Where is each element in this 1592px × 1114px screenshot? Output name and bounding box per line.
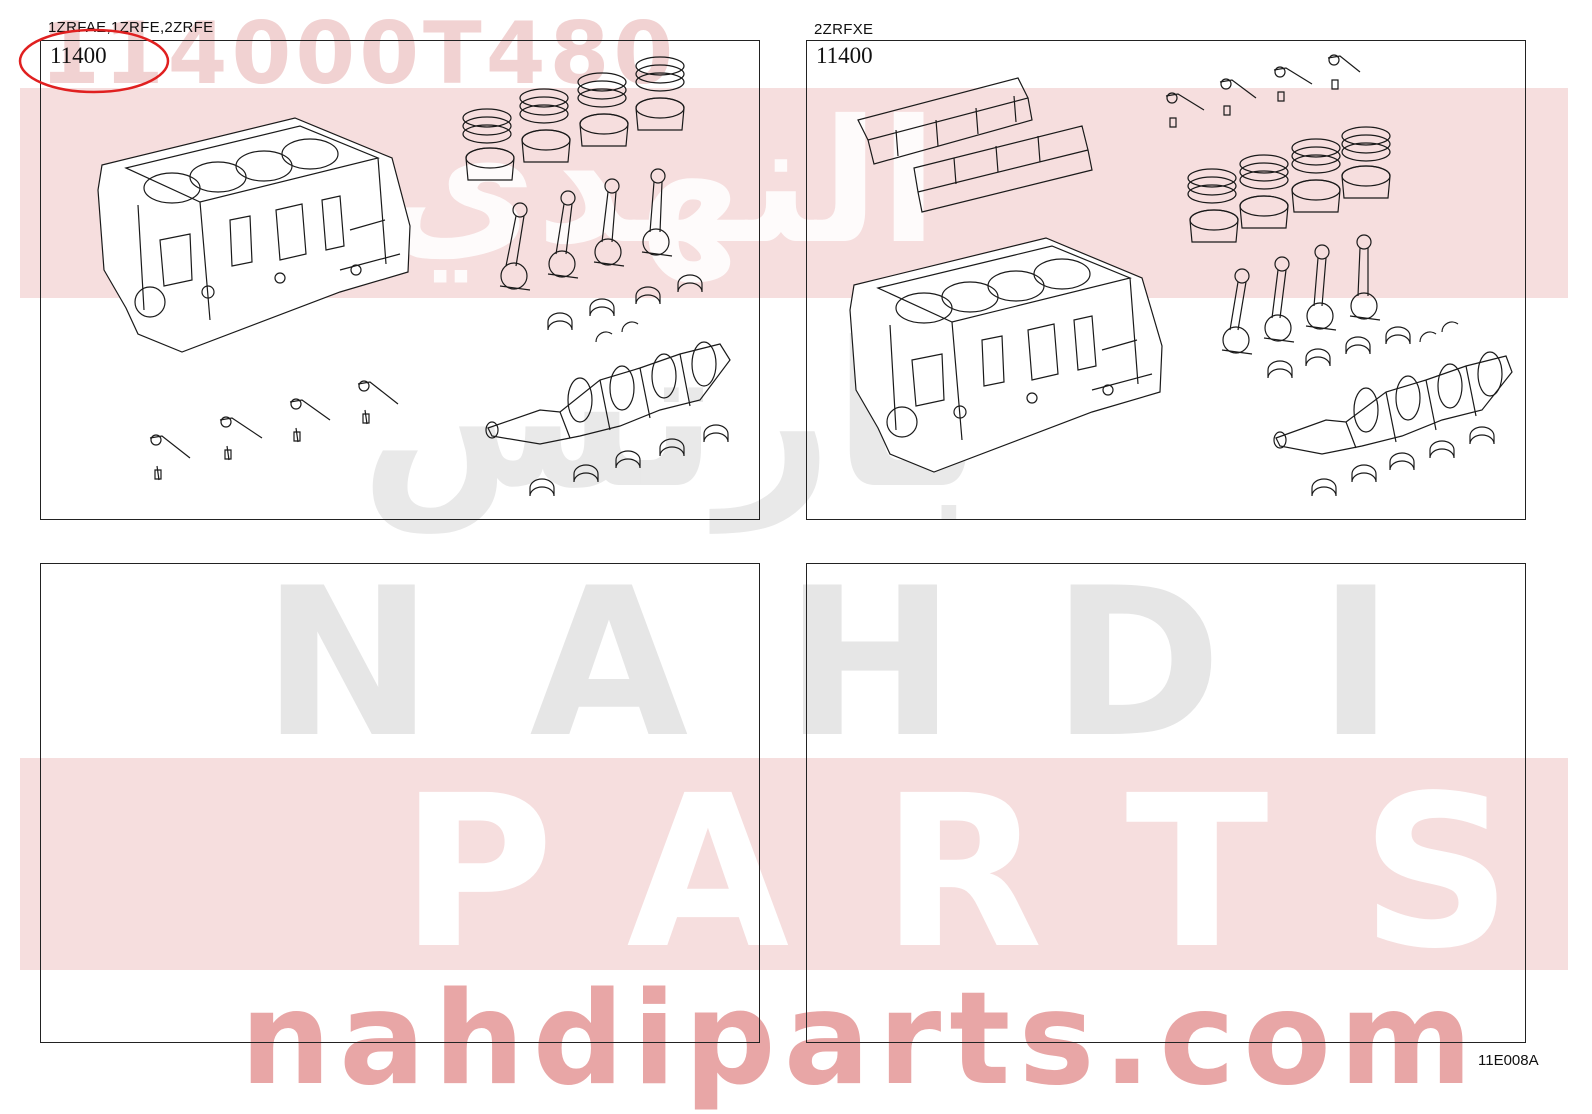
watermark-part-number: 114000T480 [40, 4, 678, 104]
bearing-icon [1268, 322, 1494, 496]
panel-2-engine-codes: 2ZRFXE [814, 21, 874, 38]
watermark-brand-parts: PARTS [400, 750, 1592, 995]
panel-2-illustration [806, 40, 1526, 520]
piston-icon [463, 57, 684, 180]
crankshaft-icon [1274, 352, 1512, 454]
watermark-website: nahdiparts.com [240, 965, 1481, 1114]
panel-1 [40, 40, 760, 520]
bearing-icon [530, 275, 728, 496]
water-jacket-spacer-icon [858, 78, 1092, 212]
oil-jet-icon [1166, 55, 1360, 127]
panel-3 [40, 563, 760, 1043]
cylinder-block-icon [850, 238, 1162, 472]
panel-1-callout[interactable]: 11400 [50, 43, 107, 68]
crankshaft-icon [486, 342, 730, 444]
oil-jet-icon [150, 381, 398, 480]
panel-1-engine-codes: 1ZRFAE,1ZRFE,2ZRFE [48, 19, 214, 36]
watermark-band-bottom [20, 758, 1568, 970]
connecting-rod-icon [1222, 235, 1380, 354]
watermark-brand-nahdi: NAHDI [262, 545, 1491, 783]
cylinder-block-icon [98, 118, 410, 352]
illustration-code: 11E008A [1478, 1052, 1539, 1069]
panel-1-illustration [40, 40, 760, 520]
piston-icon [1188, 127, 1390, 242]
panel-2-callout[interactable]: 11400 [816, 43, 873, 68]
panel-2 [806, 40, 1526, 520]
panel-4 [806, 563, 1526, 1043]
callout-highlight-ellipse [15, 25, 175, 105]
connecting-rod-icon [500, 169, 672, 290]
